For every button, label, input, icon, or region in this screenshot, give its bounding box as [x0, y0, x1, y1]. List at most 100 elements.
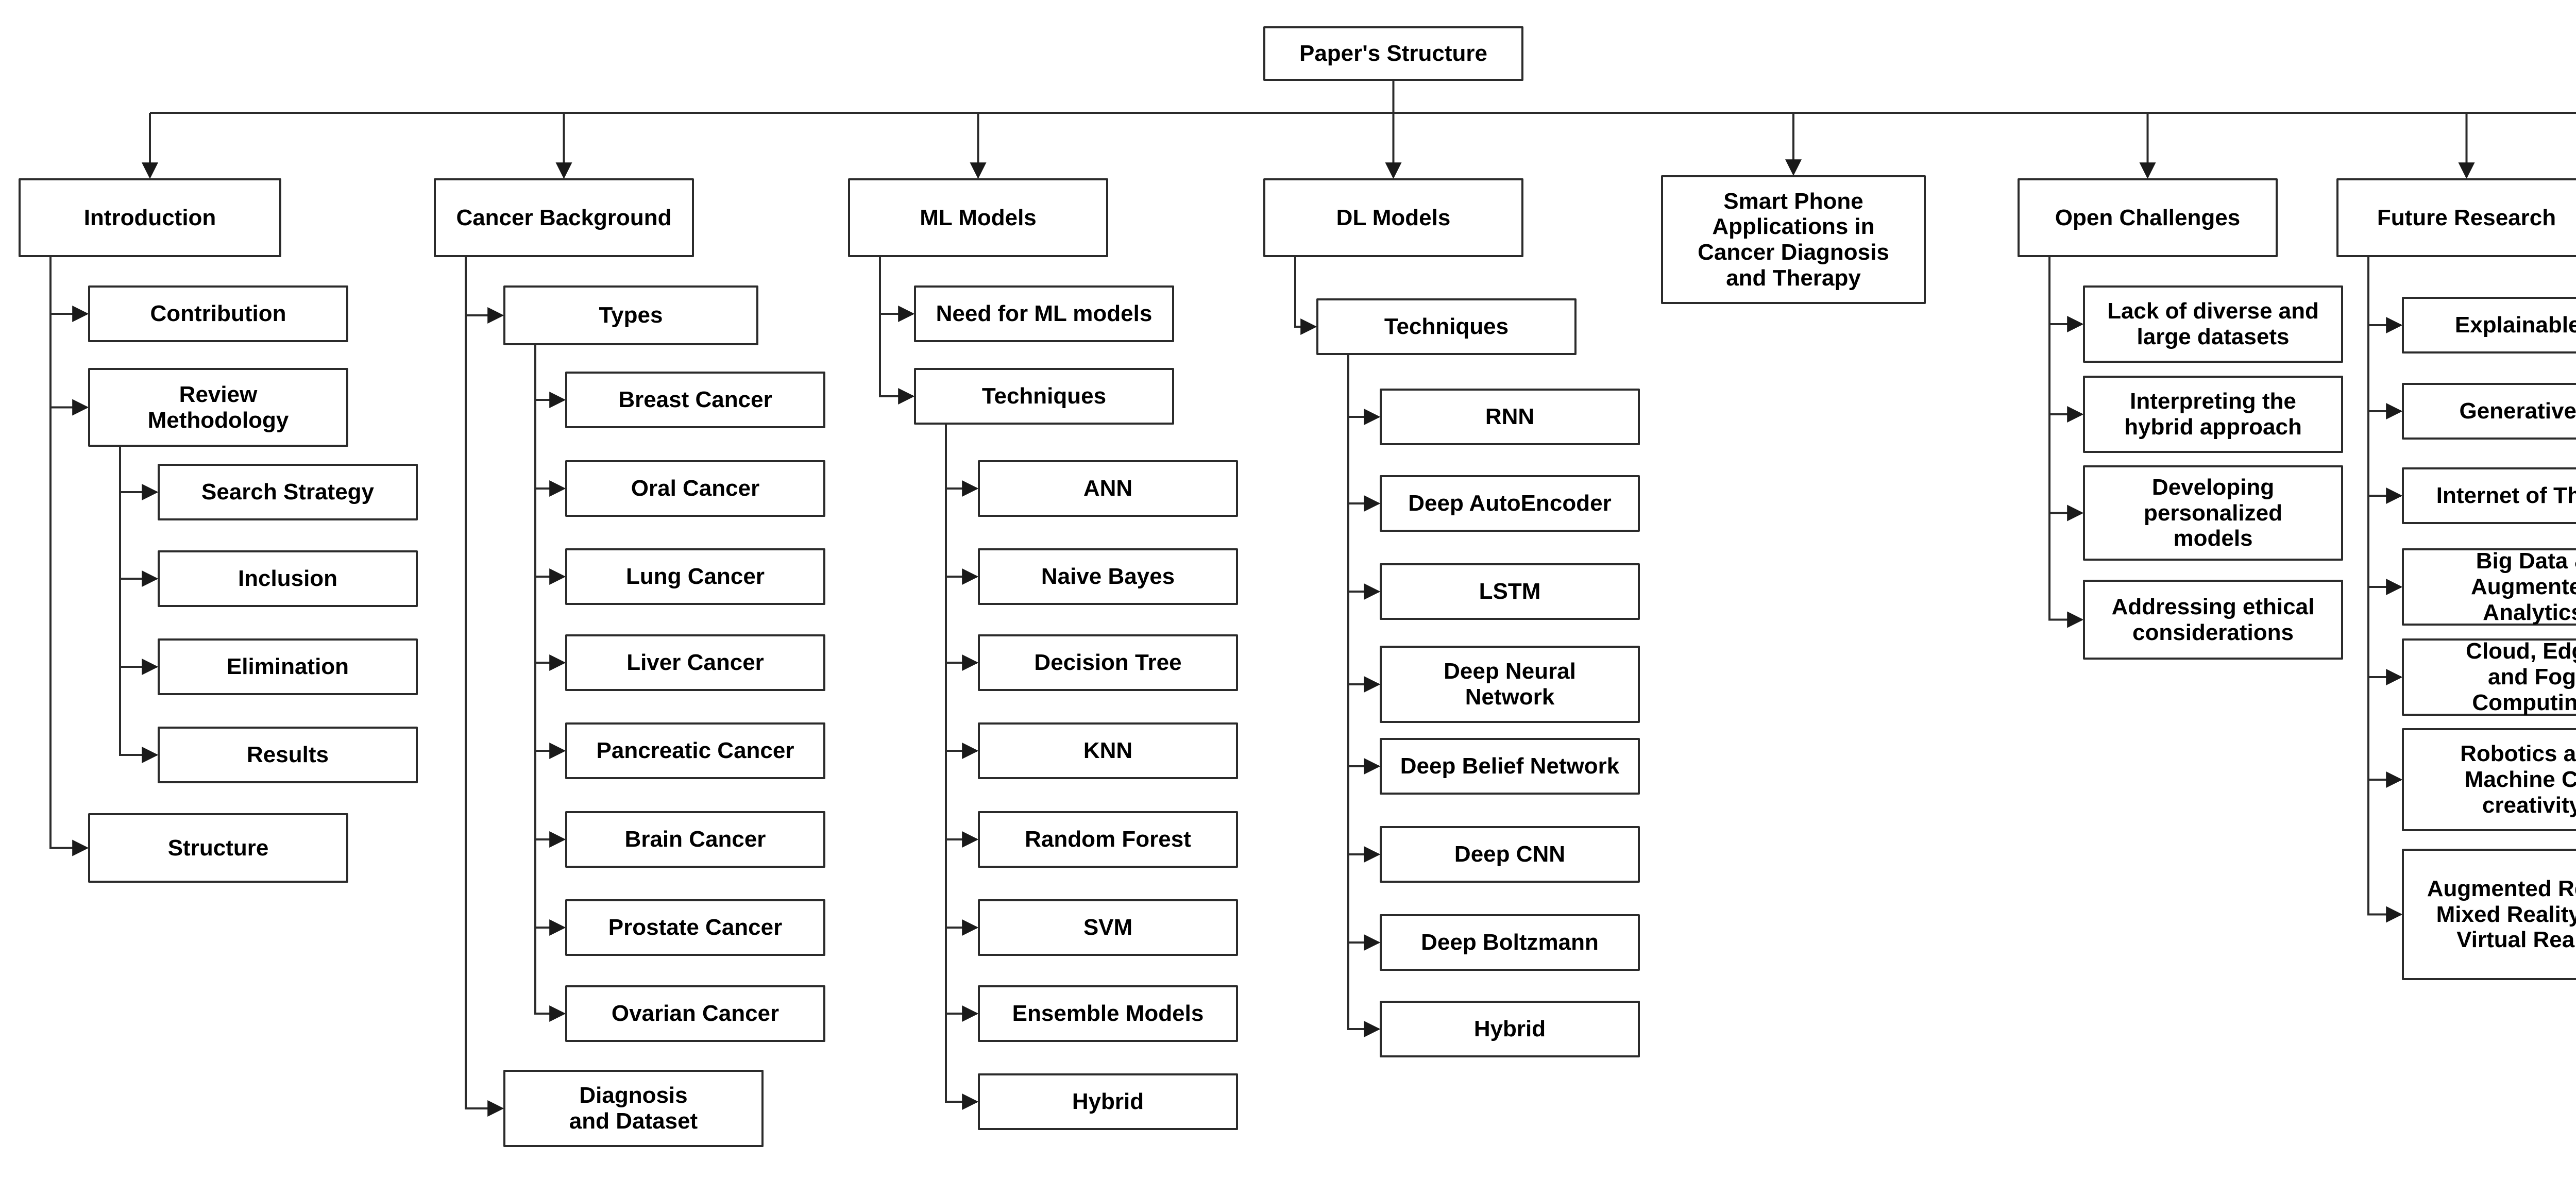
connector-types-to-pancreatic-cancer	[534, 345, 566, 759]
node-label: Need for ML models	[936, 301, 1153, 327]
node-label: Contribution	[150, 301, 286, 327]
node-naive-bayes: Naive Bayes	[978, 548, 1238, 605]
node-label: Inclusion	[238, 566, 338, 592]
node-label: ML Models	[920, 205, 1037, 230]
connector-dl-techniques-to-rnn	[1347, 355, 1381, 425]
node-label: ANN	[1083, 476, 1133, 501]
node-label: Deep CNN	[1454, 842, 1566, 867]
node-brain-cancer: Brain Cancer	[565, 811, 825, 868]
node-label: Paper's Structure	[1299, 41, 1488, 66]
node-breast-cancer: Breast Cancer	[565, 372, 825, 428]
node-label: Techniques	[1384, 314, 1509, 340]
node-label: Oral Cancer	[631, 476, 760, 501]
node-label: Review Methodology	[147, 381, 289, 433]
node-open-challenges: Open Challenges	[2018, 178, 2278, 257]
connector-dl-techniques-to-lstm	[1347, 355, 1381, 600]
node-label: Hybrid	[1473, 1016, 1546, 1042]
connector-ml-techniques-to-random-forest	[945, 425, 979, 848]
node-label: Cancer Background	[456, 205, 672, 230]
connector-introduction-to-structure	[49, 257, 89, 856]
node-structure: Structure	[88, 813, 348, 883]
node-label: Results	[247, 742, 329, 768]
node-introduction: Introduction	[19, 178, 281, 257]
node-diagnosis-and-dataset: Diagnosis and Dataset	[503, 1070, 764, 1147]
node-paper-structure: Paper's Structure	[1263, 26, 1523, 81]
node-smartphone-applications: Smart Phone Applications in Cancer Diagn…	[1661, 175, 1926, 304]
node-deep-cnn: Deep CNN	[1380, 826, 1640, 883]
node-oral-cancer: Oral Cancer	[565, 460, 825, 517]
node-knn: KNN	[978, 722, 1238, 779]
node-generative-ai: Generative AI	[2402, 383, 2576, 440]
connector-future-research-to-robotics-co-creativity	[2367, 257, 2403, 788]
connector-future-research-to-explainable-ai	[2367, 257, 2403, 333]
connector-review-methodology-to-elimination	[119, 447, 159, 675]
node-label: Addressing ethical considerations	[2111, 594, 2315, 645]
node-label: Deep Belief Network	[1400, 753, 1620, 779]
node-inclusion: Inclusion	[158, 550, 418, 607]
connector-dl-techniques-to-deep-neural-network	[1347, 355, 1381, 693]
node-label: Cloud, Edge and Fog Computing	[2466, 638, 2576, 715]
node-label: Pancreatic Cancer	[596, 738, 794, 764]
node-deep-boltzmann: Deep Boltzmann	[1380, 914, 1640, 971]
node-review-methodology: Review Methodology	[88, 368, 348, 447]
connector-types-to-brain-cancer	[534, 345, 566, 848]
node-label: Structure	[167, 835, 269, 861]
connector-introduction-to-review-methodology	[49, 257, 89, 416]
node-dl-models: DL Models	[1263, 178, 1523, 257]
node-label: Smart Phone Applications in Cancer Diagn…	[1698, 188, 1889, 291]
node-dl-techniques: Techniques	[1316, 298, 1577, 355]
connector-review-methodology-to-results	[119, 447, 159, 763]
node-ovarian-cancer: Ovarian Cancer	[565, 985, 825, 1042]
node-label: Interpreting the hybrid approach	[2124, 389, 2302, 440]
node-lstm: LSTM	[1380, 563, 1640, 620]
connector-dl-techniques-to-deep-cnn	[1347, 355, 1381, 863]
connector-ml-techniques-to-ann	[945, 425, 979, 497]
node-rnn: RNN	[1380, 389, 1640, 445]
connector-types-to-liver-cancer	[534, 345, 566, 671]
node-label: Ensemble Models	[1012, 1001, 1204, 1026]
connector-types-to-oral-cancer	[534, 345, 566, 497]
node-label: Deep AutoEncoder	[1408, 491, 1612, 516]
node-robotics-co-creativity: Robotics and Machine Co-creativity	[2402, 728, 2576, 831]
connector-future-research-to-big-data-augmented-analytics	[2367, 257, 2403, 595]
connector-dl-techniques-to-dl-hybrid	[1347, 355, 1381, 1037]
node-need-for-ml-models: Need for ML models	[914, 285, 1174, 342]
node-label: Internet of Things	[2436, 483, 2576, 509]
node-label: Developing personalized models	[2144, 474, 2282, 551]
connector-cancer-background-to-types	[465, 257, 504, 324]
node-ml-techniques: Techniques	[914, 368, 1174, 425]
node-label: RNN	[1485, 404, 1535, 430]
node-label: Big Data & Augmented Analytics	[2471, 548, 2576, 625]
node-label: Lung Cancer	[626, 564, 765, 590]
node-label: Search Strategy	[201, 479, 375, 505]
connector-ml-models-to-need-for-ml-models	[879, 257, 915, 322]
node-label: Augmented Reality, Mixed Reality and Vir…	[2427, 876, 2576, 953]
node-label: Hybrid	[1072, 1089, 1144, 1115]
connector-cancer-background-to-diagnosis-and-dataset	[465, 257, 504, 1117]
connector-introduction-to-contribution	[49, 257, 89, 322]
node-label: LSTM	[1479, 579, 1541, 604]
node-label: Decision Tree	[1034, 650, 1182, 676]
node-prostate-cancer: Prostate Cancer	[565, 899, 825, 956]
node-label: Diagnosis and Dataset	[569, 1083, 698, 1134]
node-label: Open Challenges	[2055, 205, 2241, 230]
node-addressing-ethical: Addressing ethical considerations	[2083, 580, 2343, 660]
node-explainable-ai: Explainable AI	[2402, 297, 2576, 354]
connector-review-methodology-to-search-strategy	[119, 447, 159, 500]
connector-ml-models-to-ml-techniques	[879, 257, 915, 405]
node-results: Results	[158, 727, 418, 783]
node-label: Naive Bayes	[1041, 564, 1175, 590]
node-label: Robotics and Machine Co-creativity	[2460, 741, 2576, 818]
node-label: Deep Neural Network	[1444, 659, 1576, 710]
node-types: Types	[503, 285, 758, 345]
node-lack-of-datasets: Lack of diverse and large datasets	[2083, 285, 2343, 363]
node-elimination: Elimination	[158, 638, 418, 695]
node-ml-hybrid: Hybrid	[978, 1073, 1238, 1130]
connector-types-to-lung-cancer	[534, 345, 566, 585]
node-label: Random Forest	[1025, 827, 1191, 852]
node-ml-models: ML Models	[848, 178, 1108, 257]
node-developing-personalized: Developing personalized models	[2083, 465, 2343, 561]
node-label: Elimination	[226, 654, 349, 680]
node-label: Liver Cancer	[626, 650, 764, 676]
